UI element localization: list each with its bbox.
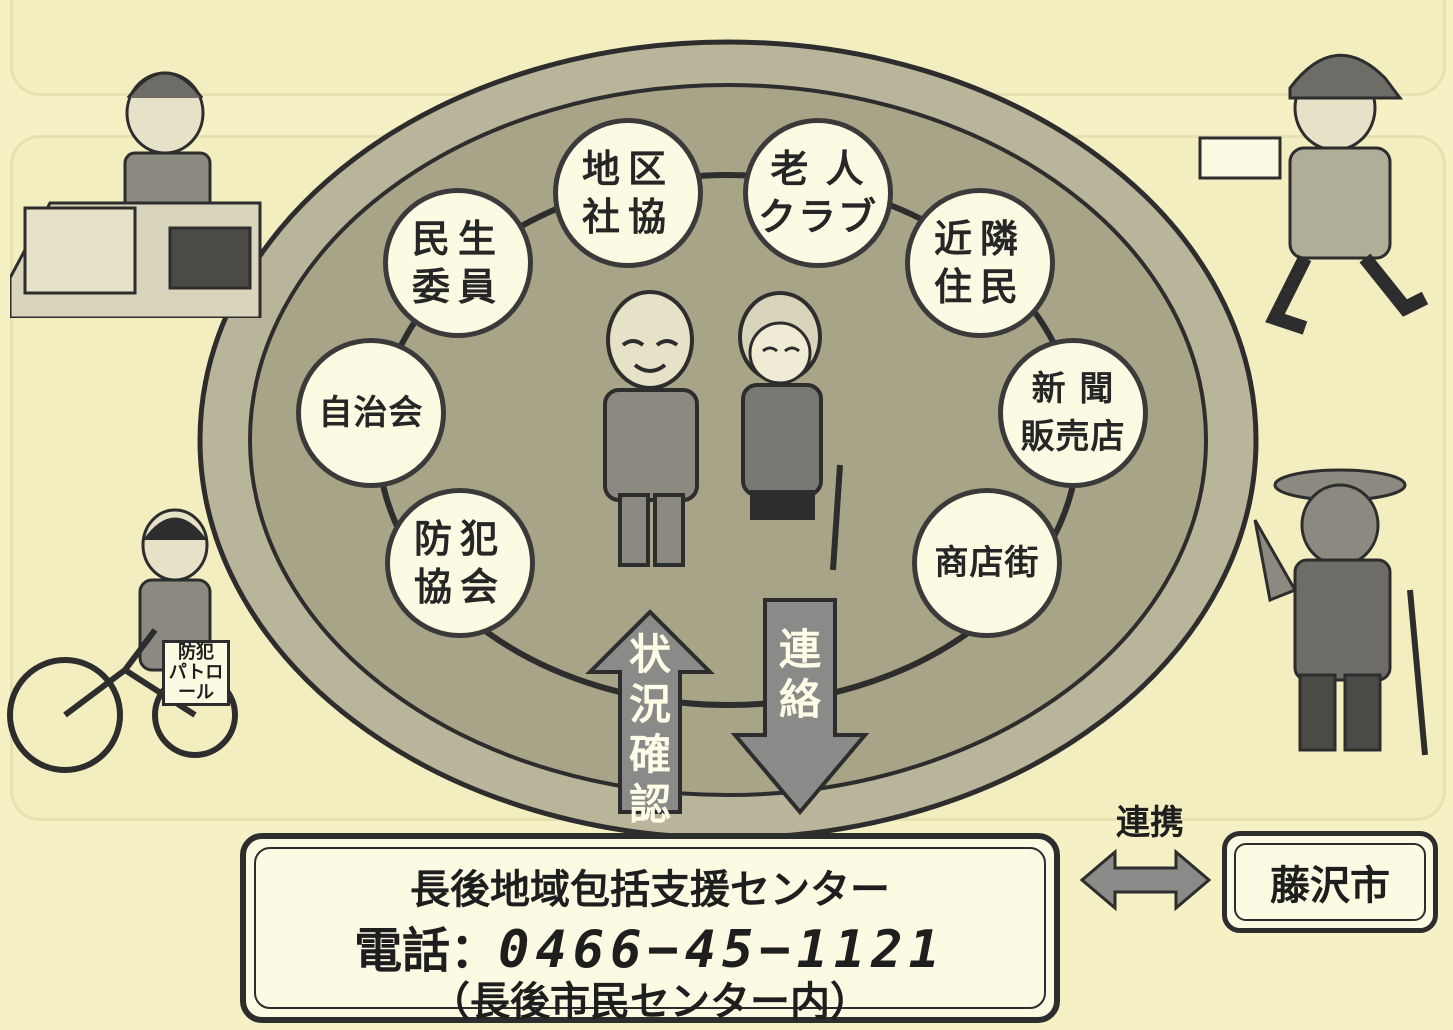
status-check-arrow <box>585 609 715 814</box>
city-name: 藤沢市 <box>1234 843 1426 921</box>
support-center-name: 長後地域包括支援センター <box>410 867 890 913</box>
elderly-couple-icon <box>603 290 843 571</box>
status-check-label: 状 況 確 認 <box>628 630 671 829</box>
node-minsei-iin: 民生 委員 <box>383 188 533 338</box>
support-center-location: （長後市民センター内） <box>430 979 870 1025</box>
node-chiku-shakyo: 地区 社協 <box>553 118 703 268</box>
phone-number: 0466−45−1121 <box>498 920 946 980</box>
support-center-box: 長後地域包括支援センター 電話：0466−45−1121 （長後市民センター内） <box>240 833 1060 1025</box>
support-center-inner-border <box>254 847 1046 1009</box>
node-jichikai: 自治会 <box>296 338 446 488</box>
node-shinbun: 新 聞 販売店 <box>998 338 1148 488</box>
city-box: 藤沢市 <box>1222 831 1438 933</box>
patrol-sign: 防犯 パトロール <box>162 640 230 706</box>
link-double-arrow <box>1079 848 1212 912</box>
farmer-icon <box>1253 468 1428 756</box>
node-rojin-club: 老 人 クラブ <box>743 118 893 268</box>
contact-arrow <box>730 598 870 816</box>
contact-label: 連 絡 <box>778 625 821 724</box>
node-kinrin-jumin: 近隣 住民 <box>905 188 1055 338</box>
patrol-cyclist-icon <box>7 508 238 773</box>
node-shotengai: 商店街 <box>912 488 1062 638</box>
support-center-phone: 電話：0466−45−1121 <box>246 911 1054 981</box>
link-label: 連携 <box>1116 803 1184 843</box>
node-bohan-kyokai: 防犯 協会 <box>385 488 535 638</box>
cashier-icon <box>10 71 262 318</box>
newspaper-deliverer-icon <box>1198 53 1429 335</box>
phone-label: 電話： <box>354 923 499 979</box>
